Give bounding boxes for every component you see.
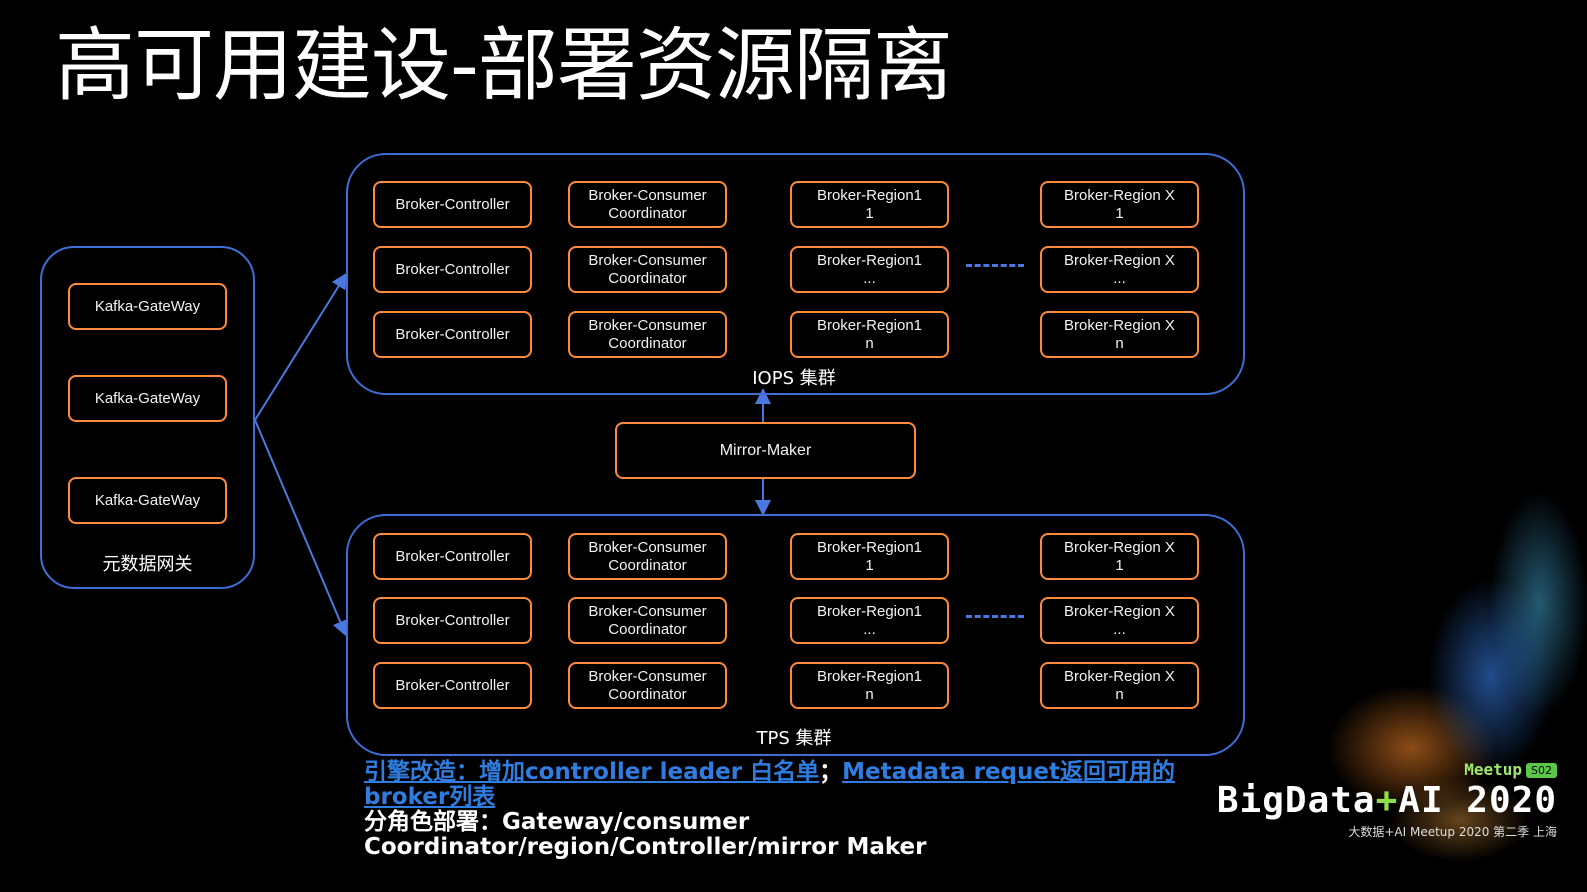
meetup-label: Meetup <box>1464 760 1523 779</box>
broker-region1-node[interactable]: Broker-Region1... <box>790 597 949 644</box>
note-link-metadata[interactable]: Metadata requet返回可用的broker列表 <box>364 759 1175 810</box>
broker-region1-node[interactable]: Broker-Region1... <box>790 246 949 293</box>
notes-block: 引擎改造：增加controller leader 白名单；Metadata re… <box>364 760 1204 860</box>
mirror-maker-node[interactable]: Mirror-Maker <box>615 422 916 479</box>
kafka-gateway-node[interactable]: Kafka-GateWay <box>68 375 227 422</box>
brand-ai-year: AI 2020 <box>1398 780 1557 821</box>
iops-cluster <box>346 153 1245 395</box>
note-separator: ； <box>819 759 843 785</box>
tps-cluster-label: TPS 集群 <box>756 728 832 749</box>
note-deployment: 分角色部署：Gateway/consumer Coordinator/regio… <box>364 809 927 860</box>
ellipsis-connector <box>966 615 1024 618</box>
broker-controller-node[interactable]: Broker-Controller <box>373 533 532 580</box>
kafka-gateway-node[interactable]: Kafka-GateWay <box>68 283 227 330</box>
gateway-to-tps-line <box>254 419 348 637</box>
tps-cluster <box>346 514 1245 756</box>
broker-regionx-node[interactable]: Broker-Region X... <box>1040 597 1199 644</box>
gateway-group-label: 元数据网关 <box>102 554 193 575</box>
brand-subtitle: 大数据+AI Meetup 2020 第二季 上海 <box>1348 825 1557 839</box>
broker-controller-node[interactable]: Broker-Controller <box>373 597 532 644</box>
brand-bigdata: BigData <box>1216 780 1376 821</box>
note-link-engine[interactable]: 引擎改造：增加controller leader 白名单 <box>364 759 820 785</box>
gateway-to-iops-line <box>254 272 348 421</box>
season-badge: S02 <box>1526 763 1557 778</box>
broker-regionx-node[interactable]: Broker-Region X... <box>1040 246 1199 293</box>
kafka-gateway-node[interactable]: Kafka-GateWay <box>68 477 227 524</box>
brand-plus: + <box>1375 780 1399 821</box>
page-title: 高可用建设-部署资源隔离 <box>55 19 953 112</box>
ellipsis-connector <box>966 264 1024 267</box>
iops-cluster-label: IOPS 集群 <box>752 368 836 389</box>
broker-controller-node[interactable]: Broker-Controller <box>373 246 532 293</box>
metadata-gateway-group <box>40 246 255 589</box>
broker-controller-node[interactable]: Broker-Controller <box>373 181 532 228</box>
broker-controller-node[interactable]: Broker-Controller <box>373 662 532 709</box>
broker-controller-node[interactable]: Broker-Controller <box>373 311 532 358</box>
